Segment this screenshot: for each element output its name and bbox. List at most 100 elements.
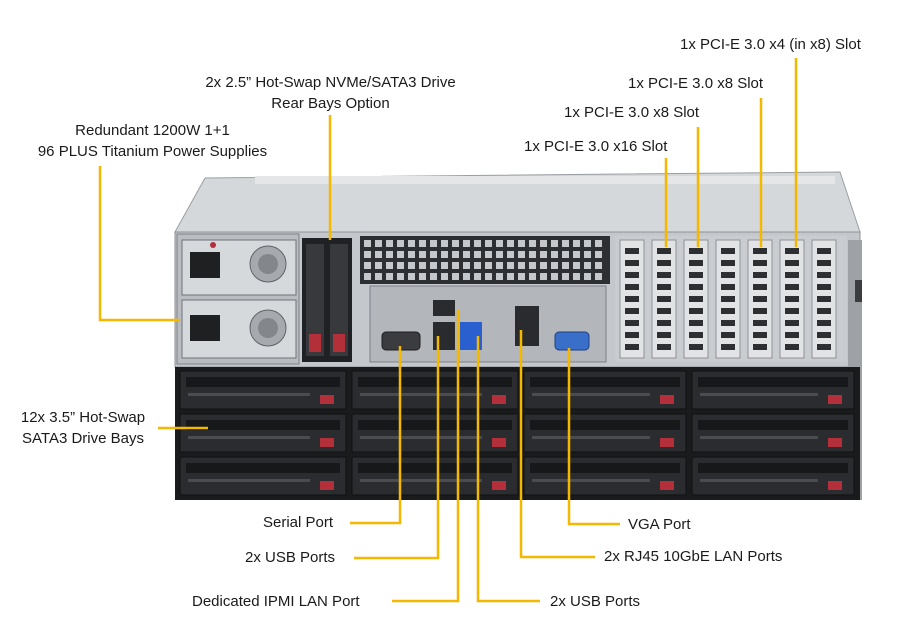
drive-tray-vent bbox=[186, 420, 340, 430]
vent-hole bbox=[463, 262, 470, 269]
leader-vga bbox=[567, 348, 620, 526]
label-drive-bays: 12x 3.5” Hot-Swap SATA3 Drive Bays bbox=[8, 407, 158, 449]
pcie-bracket-vent bbox=[721, 272, 735, 278]
drive-latch bbox=[660, 481, 674, 490]
leader-usb-left bbox=[354, 336, 440, 560]
pcie-bracket-vent bbox=[721, 344, 735, 350]
label-ipmi: Dedicated IPMI LAN Port bbox=[192, 593, 360, 610]
drive-latch bbox=[828, 481, 842, 490]
pcie-bracket-vent bbox=[689, 332, 703, 338]
pcie-bracket-vent bbox=[625, 248, 639, 254]
pcie-bracket-vent bbox=[625, 296, 639, 302]
vent-hole bbox=[584, 251, 591, 258]
drive-handle bbox=[532, 479, 650, 482]
vent-hole bbox=[529, 262, 536, 269]
vent-hole bbox=[584, 273, 591, 280]
pcie-bracket-vent bbox=[689, 248, 703, 254]
label-pcie-x8-b: 1x PCI-E 3.0 x8 Slot bbox=[564, 104, 700, 121]
pcie-bracket-vent bbox=[625, 320, 639, 326]
vent-hole bbox=[573, 273, 580, 280]
pcie-bracket-vent bbox=[657, 332, 671, 338]
vent-hole bbox=[551, 262, 558, 269]
drive-handle bbox=[700, 393, 818, 396]
pcie-bracket-vent bbox=[817, 284, 831, 290]
vent-hole bbox=[441, 240, 448, 247]
drive-handle bbox=[360, 393, 482, 396]
vent-hole bbox=[485, 273, 492, 280]
vent-hole bbox=[375, 262, 382, 269]
vent-hole bbox=[397, 240, 404, 247]
vent-hole bbox=[375, 251, 382, 258]
drive-handle bbox=[532, 393, 650, 396]
vent-hole bbox=[540, 262, 547, 269]
vent-hole bbox=[595, 273, 602, 280]
drive-handle bbox=[188, 393, 310, 396]
vent-hole bbox=[485, 251, 492, 258]
label-rear-bays: 2x 2.5” Hot-Swap NVMe/SATA3 Drive Rear B… bbox=[183, 72, 478, 114]
drive-tray-vent bbox=[698, 377, 848, 387]
pcie-bracket-vent bbox=[817, 344, 831, 350]
label-drive-bays-line2: SATA3 Drive Bays bbox=[22, 430, 144, 447]
pcie-bracket-vent bbox=[657, 308, 671, 314]
pcie-bracket-vent bbox=[785, 248, 799, 254]
drive-handle bbox=[700, 436, 818, 439]
vent-hole bbox=[540, 273, 547, 280]
vent-hole bbox=[573, 240, 580, 247]
rear-drive-bays bbox=[302, 238, 352, 362]
vent-hole bbox=[408, 262, 415, 269]
vent-hole bbox=[441, 262, 448, 269]
pcie-bracket-vent bbox=[753, 320, 767, 326]
vent-hole bbox=[419, 262, 426, 269]
vent-hole bbox=[540, 240, 547, 247]
vent-hole bbox=[430, 240, 437, 247]
pcie-bracket-vent bbox=[657, 284, 671, 290]
pcie-bracket-vent bbox=[785, 272, 799, 278]
vent-hole bbox=[518, 240, 525, 247]
vent-hole bbox=[441, 273, 448, 280]
vent-hole bbox=[584, 240, 591, 247]
vent-hole bbox=[562, 251, 569, 258]
pcie-bracket-vent bbox=[785, 296, 799, 302]
vent-hole bbox=[595, 240, 602, 247]
pcie-bracket-vent bbox=[721, 284, 735, 290]
pcie-bracket-vent bbox=[785, 344, 799, 350]
drive-bays-grid bbox=[179, 370, 855, 496]
drive-latch bbox=[828, 438, 842, 447]
pcie-bracket-vent bbox=[817, 320, 831, 326]
pcie-bracket-vent bbox=[753, 296, 767, 302]
vent-hole bbox=[452, 273, 459, 280]
leader-rj45 bbox=[519, 330, 595, 559]
vent-hole bbox=[364, 273, 371, 280]
pcie-bracket-vent bbox=[817, 308, 831, 314]
rack-ear-handle bbox=[855, 280, 862, 302]
vent-hole bbox=[529, 251, 536, 258]
vent-hole bbox=[463, 273, 470, 280]
vent-hole bbox=[540, 251, 547, 258]
label-vga: VGA Port bbox=[628, 516, 691, 533]
pcie-bracket-vent bbox=[689, 296, 703, 302]
pcie-bracket-vent bbox=[657, 272, 671, 278]
label-rear-bays-line1: 2x 2.5” Hot-Swap NVMe/SATA3 Drive bbox=[205, 74, 456, 91]
pcie-bracket-vent bbox=[785, 308, 799, 314]
pcie-bracket-vent bbox=[817, 296, 831, 302]
label-pcie-x4: 1x PCI-E 3.0 x4 (in x8) Slot bbox=[680, 36, 861, 53]
pcie-bracket-vent bbox=[721, 320, 735, 326]
pcie-bracket-vent bbox=[625, 332, 639, 338]
usb3-ports-connector bbox=[460, 322, 482, 350]
pcie-bracket-vent bbox=[657, 296, 671, 302]
vent-hole bbox=[518, 251, 525, 258]
psu-unit-bottom bbox=[181, 299, 297, 359]
label-pcie-x8-a: 1x PCI-E 3.0 x8 Slot bbox=[628, 75, 764, 92]
label-psu-line2: 96 PLUS Titanium Power Supplies bbox=[37, 143, 268, 160]
drive-tray-vent bbox=[698, 463, 848, 473]
pcie-bracket-vent bbox=[689, 272, 703, 278]
vent-hole bbox=[595, 251, 602, 258]
drive-handle bbox=[188, 479, 310, 482]
pcie-bracket-vent bbox=[753, 272, 767, 278]
pcie-bracket-vent bbox=[785, 320, 799, 326]
leader-usb-right bbox=[476, 336, 540, 603]
vent-hole bbox=[408, 240, 415, 247]
label-usb-left: 2x USB Ports bbox=[245, 549, 336, 566]
pcie-bracket-vent bbox=[625, 344, 639, 350]
leader-serial-port bbox=[350, 346, 402, 525]
